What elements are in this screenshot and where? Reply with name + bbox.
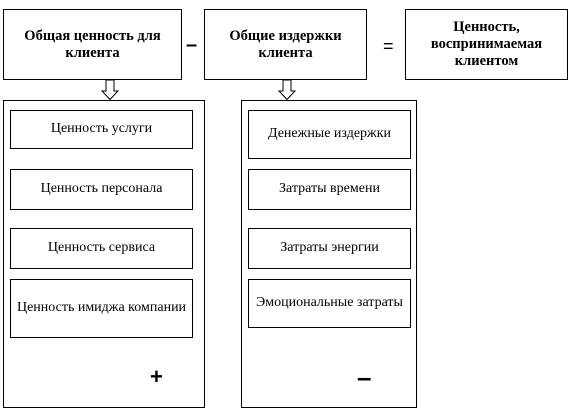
- minus-operator: –: [186, 34, 198, 56]
- value-item-image: Ценность имиджа компании: [10, 279, 193, 338]
- value-item-support: Ценность сервиса: [10, 228, 193, 269]
- cost-item-time: Затраты времени: [248, 169, 411, 210]
- value-item-personnel: Ценность персонала: [10, 169, 193, 210]
- down-arrow-icon: [100, 79, 120, 101]
- total-customer-value-box: Общая ценность для клиента: [3, 9, 182, 80]
- cost-item-energy: Затраты энергии: [248, 228, 411, 269]
- value-item-service: Ценность услуги: [10, 110, 193, 149]
- plus-operator: +: [150, 364, 163, 389]
- perceived-value-label: Ценность, воспринимаемая клиентом: [430, 19, 543, 69]
- total-customer-costs-label: Общие издержки клиента: [229, 27, 342, 61]
- cost-item-emotional: Эмоциональные затраты: [248, 279, 411, 328]
- equals-operator: =: [383, 36, 394, 56]
- cost-item-money: Денежные издержки: [248, 110, 411, 159]
- total-customer-value-label: Общая ценность для клиента: [24, 27, 161, 61]
- down-arrow-icon: [277, 79, 297, 101]
- minus-panel-operator: –: [357, 362, 372, 392]
- perceived-value-box: Ценность, воспринимаемая клиентом: [405, 9, 568, 80]
- total-customer-costs-box: Общие издержки клиента: [204, 9, 367, 80]
